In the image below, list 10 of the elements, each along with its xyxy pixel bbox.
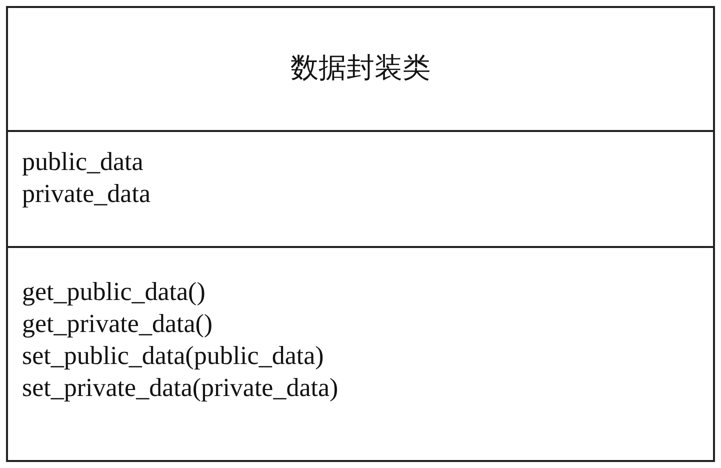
attribute-text: public_data [22, 146, 144, 178]
method-text: get_public_data() [22, 276, 206, 308]
method-text: set_private_data(private_data) [22, 372, 338, 404]
attribute-text: private_data [22, 178, 150, 210]
method-text: set_public_data(public_data) [22, 340, 325, 372]
method-box [6, 246, 715, 462]
method-text: get_private_data() [22, 308, 214, 340]
attribute-box [6, 130, 715, 248]
class-name: 数据封装类 [290, 53, 430, 85]
class-name-box [6, 6, 715, 132]
